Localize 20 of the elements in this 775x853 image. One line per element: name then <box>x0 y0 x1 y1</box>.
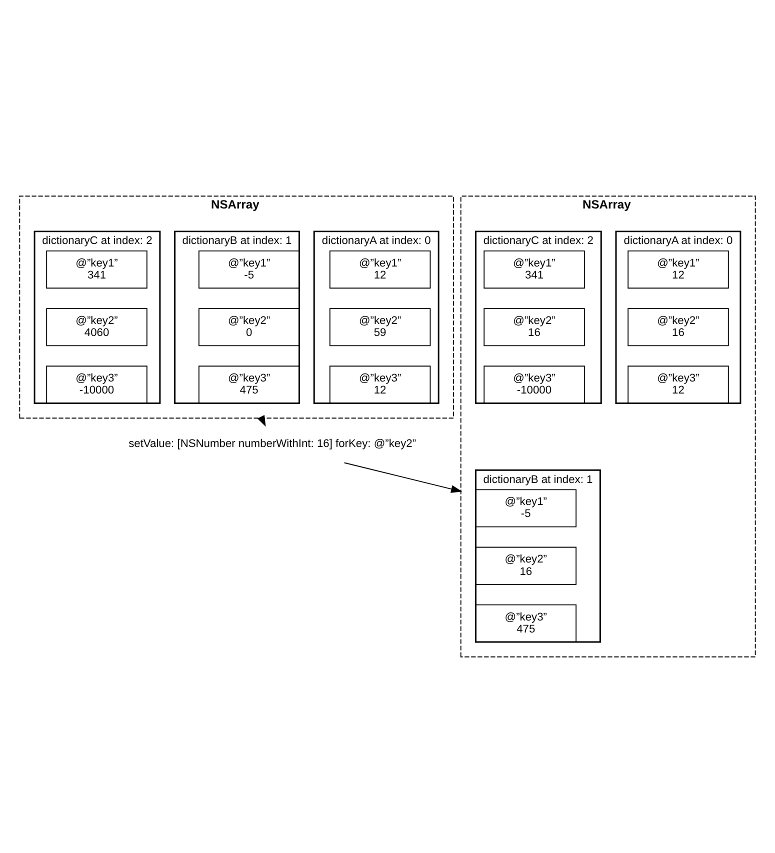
node-box: @”key2” 4060 <box>46 308 148 346</box>
node-box: @”key1” 12 <box>329 250 431 289</box>
node-box: @”key3” -10000 <box>484 366 585 404</box>
node-box: @”key1” 341 <box>484 250 585 289</box>
node-box: @”key2” 59 <box>329 308 431 346</box>
arrow <box>344 462 462 493</box>
node-box: @”key1” 12 <box>628 250 729 289</box>
node-box: @”key2” 16 <box>484 308 585 346</box>
node-text: setValue: [NSNumber numberWithInt: 16] forKey: @”key2” <box>128 438 416 450</box>
node-box: @”key3” 12 <box>628 366 729 404</box>
node-box: @”key2” 16 <box>475 546 577 585</box>
node-box: @”key3” 475 <box>475 604 577 642</box>
node-box: @”key2” 0 <box>198 308 300 346</box>
node-box: @”key3” 12 <box>329 366 431 404</box>
node-box: @”key3” 475 <box>198 366 300 404</box>
node-box: @”key2” 16 <box>628 308 729 346</box>
node-box: @”key3” -10000 <box>46 366 148 404</box>
node-box: @”key1” -5 <box>198 250 300 289</box>
node-box: @”key1” -5 <box>475 489 577 528</box>
node-box: @”key1” 341 <box>46 250 148 289</box>
